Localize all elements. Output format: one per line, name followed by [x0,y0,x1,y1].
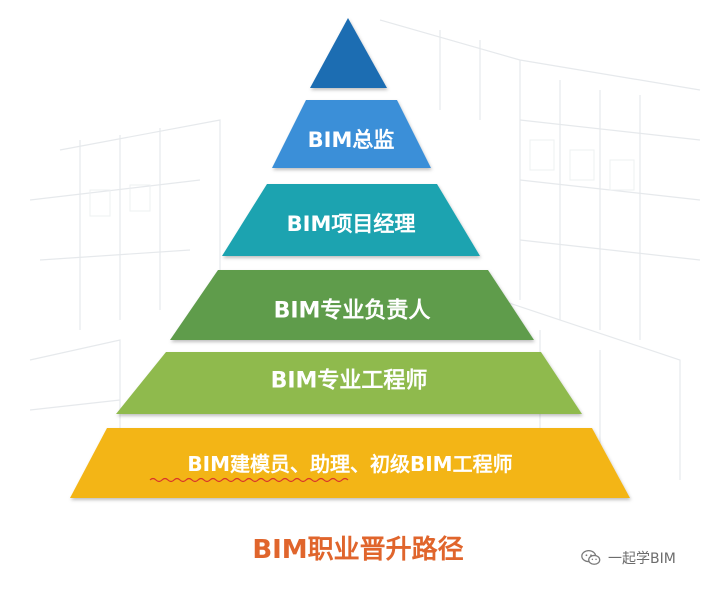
tier-2-band [222,184,480,256]
watermark-text: 一起学BIM [608,551,676,567]
tier-2-label: BIM项目经理 [287,212,416,236]
diagram-caption: BIM职业晋升路径 [252,535,464,565]
tier-3-label: BIM专业负责人 [274,298,431,324]
tier-1-band [272,100,431,168]
tier-3-band [170,270,534,340]
wechat-icon [581,550,601,565]
tier-1-label: BIM总监 [308,128,395,152]
tier-4-band [116,352,582,414]
watermark: 一起学BIM [580,545,676,571]
tier-4-label: BIM专业工程师 [271,368,428,394]
pyramid-apex [310,18,387,88]
spellcheck-underline [149,477,349,483]
tier-5-label: BIM建模员、助理、初级BIM工程师 [187,452,512,476]
